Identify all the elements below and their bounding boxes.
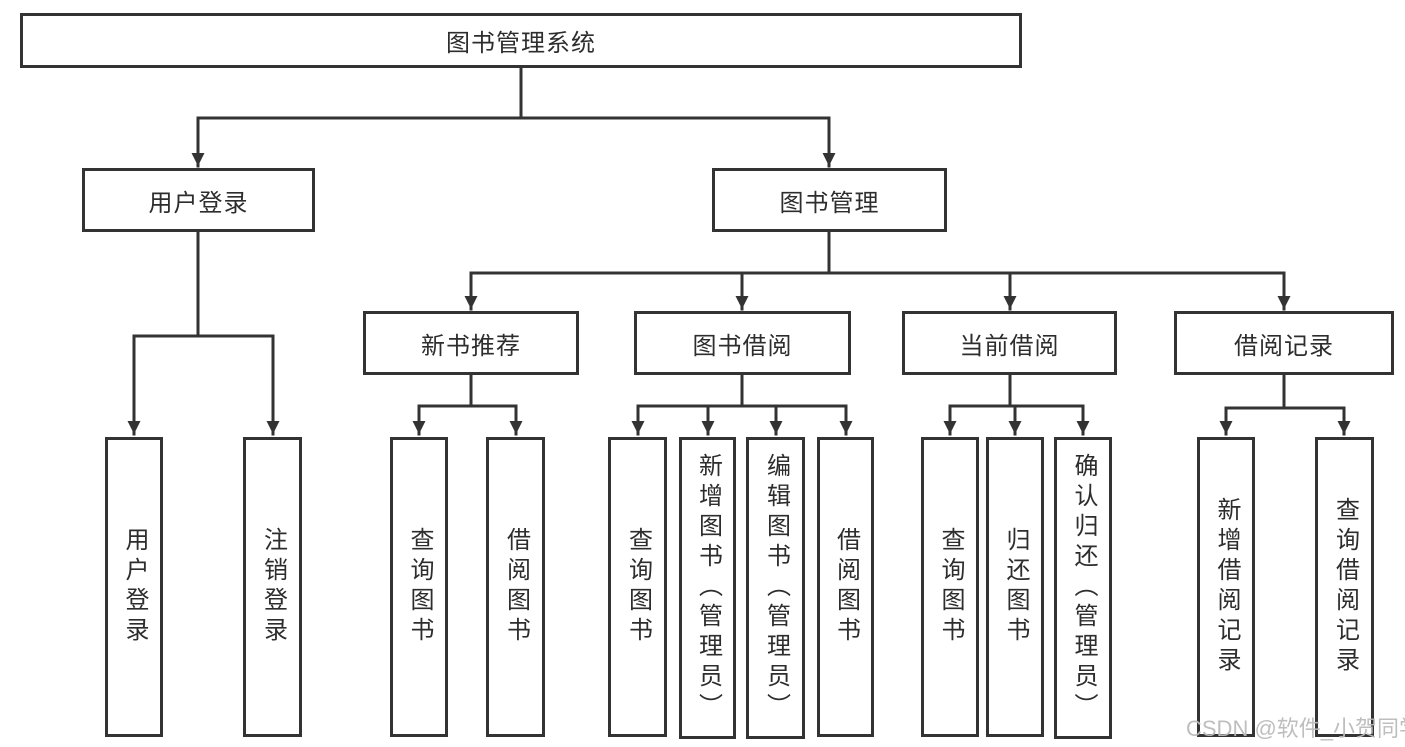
leaf-recommend-query-books: 查询图书 (390, 437, 448, 737)
leaf-current-return-books-label: 归还图书 (1002, 527, 1029, 647)
leaf-logout: 注销登录 (243, 437, 302, 737)
leaf-current-query-books-label: 查询图书 (937, 527, 964, 647)
node-current-borrowing: 当前借阅 (902, 311, 1117, 375)
node-book-borrowing: 图书借阅 (634, 311, 851, 375)
leaf-records-add-record-label: 新增借阅记录 (1213, 497, 1240, 677)
leaf-user-login-label: 用户登录 (121, 527, 148, 647)
leaf-borrowing-query-books: 查询图书 (608, 437, 667, 737)
leaf-current-confirm-return-admin-label: 确认归还（管理员） (1070, 453, 1097, 723)
leaf-current-confirm-return-admin: 确认归还（管理员） (1054, 437, 1112, 739)
node-book-management: 图书管理 (712, 168, 947, 232)
leaf-borrowing-borrow-books-label: 借阅图书 (832, 527, 860, 647)
leaf-borrowing-add-books-admin-label: 新增图书（管理员） (694, 453, 722, 723)
leaf-records-add-record: 新增借阅记录 (1197, 437, 1255, 737)
leaf-borrowing-borrow-books: 借阅图书 (817, 437, 874, 737)
node-user-login: 用户登录 (82, 168, 315, 232)
leaf-recommend-borrow-books-label: 借阅图书 (502, 527, 530, 647)
leaf-recommend-borrow-books: 借阅图书 (486, 437, 545, 737)
leaf-logout-label: 注销登录 (259, 527, 287, 647)
watermark-text: CSDN @软件_小贺同学 (1186, 716, 1405, 741)
leaf-records-query-record-label: 查询借阅记录 (1331, 497, 1359, 677)
leaf-current-query-books: 查询图书 (921, 437, 979, 737)
leaf-borrowing-edit-books-admin-label: 编辑图书（管理员） (762, 453, 790, 723)
leaf-borrowing-edit-books-admin: 编辑图书（管理员） (746, 437, 805, 739)
leaf-borrowing-add-books-admin: 新增图书（管理员） (679, 437, 736, 739)
node-borrowing-records: 借阅记录 (1174, 311, 1394, 375)
leaf-borrowing-query-books-label: 查询图书 (624, 527, 652, 647)
node-library-system-root: 图书管理系统 (20, 13, 1022, 68)
leaf-current-return-books: 归还图书 (986, 437, 1044, 737)
leaf-records-query-record: 查询借阅记录 (1315, 437, 1374, 737)
leaf-recommend-query-books-label: 查询图书 (406, 527, 433, 647)
leaf-user-login: 用户登录 (105, 437, 163, 737)
node-new-book-recommend: 新书推荐 (363, 311, 579, 375)
